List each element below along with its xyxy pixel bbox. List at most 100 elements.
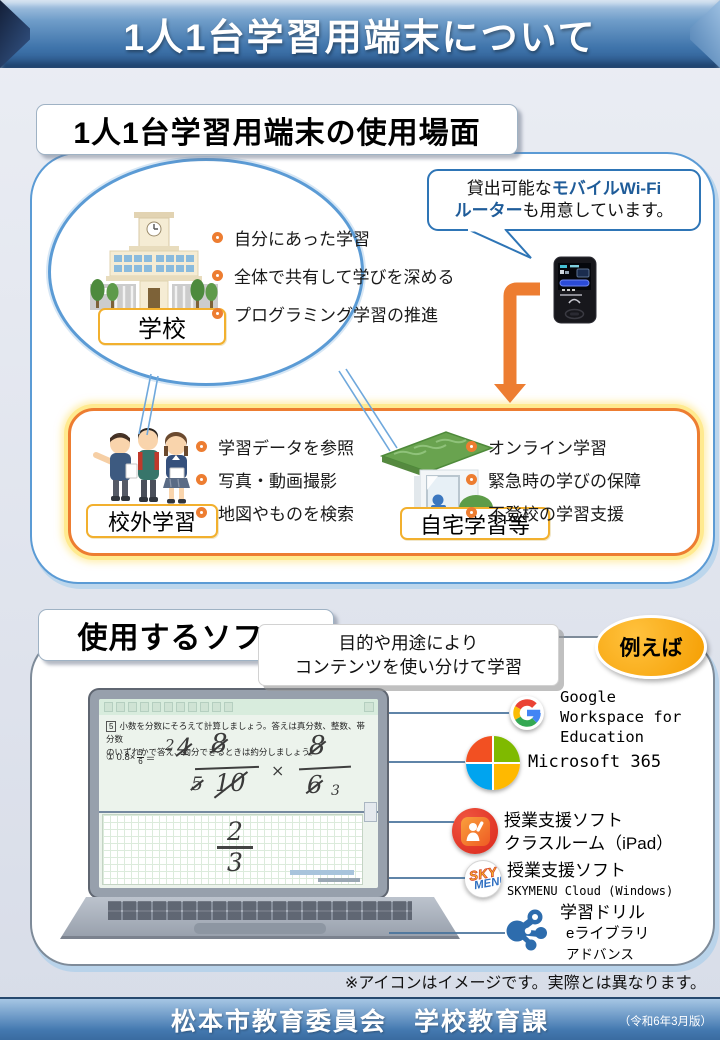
- bullet-ring-icon: [212, 232, 223, 243]
- offsite-bullet-list: 学習データを参照 写真・動画撮影 地図やものを検索: [196, 434, 354, 533]
- equation-index: ①: [106, 752, 115, 763]
- classroom-label: 授業支援ソフト クラスルーム（iPad）: [504, 811, 674, 853]
- wifi-router-image: [553, 256, 597, 324]
- handwriting: ×: [271, 761, 285, 780]
- bullet-ring-icon: [212, 270, 223, 281]
- bullet-ring-icon: [196, 441, 207, 452]
- bullet-text: 緊急時の学びの保障: [488, 472, 641, 491]
- offsite-tag-label: 校外学習: [107, 510, 196, 535]
- list-item: 全体で共有して学びを深める: [212, 263, 455, 288]
- equation-coef: 0.8×: [116, 752, 136, 763]
- list-item: オンライン学習: [466, 434, 641, 459]
- students-illustration: [93, 428, 190, 504]
- software-bubble: 目的や用途により コンテンツを使い分けて学習: [258, 624, 559, 686]
- laptop-touchpad: [194, 923, 326, 934]
- list-item: 緊急時の学びの保障: [466, 467, 641, 492]
- microsoft-icon: [466, 736, 520, 790]
- list-item: プログラミング学習の推進: [212, 301, 455, 326]
- answer-denominator: 3: [227, 847, 243, 877]
- handwriting: 10: [215, 769, 246, 797]
- handwriting: 8: [309, 731, 326, 761]
- classroom-icon-inner: [460, 816, 490, 846]
- memo-button: [364, 802, 377, 822]
- skymenu-label: 授業支援ソフト SKYMENU Cloud (Windows): [507, 861, 674, 898]
- keyboard-keys: [108, 901, 412, 920]
- callout-text: も用意しています。: [522, 201, 674, 220]
- problem-number: 5: [106, 721, 117, 732]
- organization-name: 松本市教育委員会 学校教育課: [170, 1007, 549, 1036]
- bullet-text: 写真・動画撮影: [218, 472, 337, 491]
- bullet-text: オンライン学習: [488, 439, 607, 458]
- toolbar-button: [364, 702, 374, 712]
- bullet-ring-icon: [196, 507, 207, 518]
- elibrary-icon: [506, 909, 547, 951]
- bullet-ring-icon: [196, 474, 207, 485]
- bullet-text: 自分にあった学習: [234, 230, 370, 249]
- example-badge-label: 例えば: [619, 637, 683, 660]
- edition-label: （令和6年3月版）: [618, 1016, 712, 1028]
- usage-scenes-header-label: 1人1台学習用端末の使用場面: [73, 116, 481, 150]
- bullet-text: 不登校の学習支援: [488, 505, 624, 524]
- callout-text-bold: モバイルWi-Fi: [551, 179, 662, 198]
- bullet-text: 全体で共有して学びを深める: [234, 268, 455, 287]
- handwriting: 5: [191, 773, 204, 795]
- list-item: 学習データを参照: [196, 434, 354, 459]
- callout-text-bold: ルーター: [454, 201, 523, 220]
- bubble-line1: 目的や用途により: [338, 633, 479, 653]
- handwriting: 8: [211, 729, 228, 759]
- google-label: Google Workspace for Education: [560, 688, 682, 746]
- callout-line1: 貸出可能なモバイルWi-Fi: [467, 178, 661, 200]
- callout-text: 貸出可能な: [466, 179, 552, 198]
- school-bullet-list: 自分にあった学習 全体で共有して学びを深める プログラミング学習の推進: [212, 225, 455, 339]
- title-banner: 1人1台学習用端末について: [0, 0, 720, 68]
- classroom-icon: [452, 808, 498, 854]
- list-item: 自分にあった学習: [212, 225, 455, 250]
- home-bullet-list: オンライン学習 緊急時の学びの保障 不登校の学習支援: [466, 434, 641, 533]
- handwriting: 2: [165, 736, 175, 754]
- bubble-line2: コンテンツを使い分けて学習: [294, 657, 523, 677]
- elibrary-label: 学習ドリル eライブラリ アドバンス: [560, 903, 650, 962]
- toolbar-tabs: [104, 702, 233, 712]
- fraction-bar: [298, 765, 352, 771]
- bullet-ring-icon: [466, 441, 477, 452]
- school-illustration: [90, 212, 218, 311]
- callout-tail: [466, 229, 532, 259]
- list-item: 地図やものを検索: [196, 500, 354, 525]
- toolbar-strip: [318, 878, 360, 882]
- answer-numerator: 2: [227, 817, 243, 846]
- answer-fraction-bar: [217, 846, 253, 849]
- handwriting: 6: [307, 771, 323, 799]
- handwriting: 4: [177, 735, 192, 761]
- software-header-label: 使用するソフト: [77, 622, 295, 655]
- bullet-text: 地図やものを検索: [218, 505, 354, 524]
- answer-grid-area: 2 3: [102, 814, 363, 885]
- bullet-ring-icon: [466, 507, 477, 518]
- bullet-text: プログラミング学習の推進: [234, 306, 438, 325]
- page-title: 1人1台学習用端末について: [123, 17, 597, 58]
- wifi-router-callout: 貸出可能なモバイルWi-Fi ルーターも用意しています。: [427, 169, 701, 231]
- school-scene-ellipse: [48, 158, 364, 386]
- handwritten-answer: 2 3: [211, 819, 259, 876]
- toolbar-strip: [290, 870, 354, 875]
- footer-bar: 松本市教育委員会 学校教育課 （令和6年3月版）: [0, 997, 720, 1040]
- bullet-ring-icon: [212, 308, 223, 319]
- usage-scenes-header: 1人1台学習用端末の使用場面: [36, 104, 518, 155]
- icon-disclaimer-note: ※アイコンはイメージです。実際とは異なります。: [344, 975, 706, 992]
- school-tag-label: 学校: [138, 316, 186, 343]
- school-tag: 学校: [98, 308, 226, 345]
- list-item: 不登校の学習支援: [466, 500, 641, 525]
- list-item: 写真・動画撮影: [196, 467, 354, 492]
- microsoft-label: Microsoft 365: [528, 752, 662, 772]
- laptop-keyboard: [60, 897, 460, 939]
- handwriting: 3: [331, 783, 340, 799]
- bullet-text: 学習データを参照: [218, 439, 354, 458]
- problem-line1: 小数を分数にそろえて計算しましょう。答えは真分数、整数、帯分数: [106, 721, 365, 744]
- equation-equals: ＝: [145, 753, 156, 765]
- google-icon: [510, 696, 544, 730]
- bullet-ring-icon: [466, 474, 477, 485]
